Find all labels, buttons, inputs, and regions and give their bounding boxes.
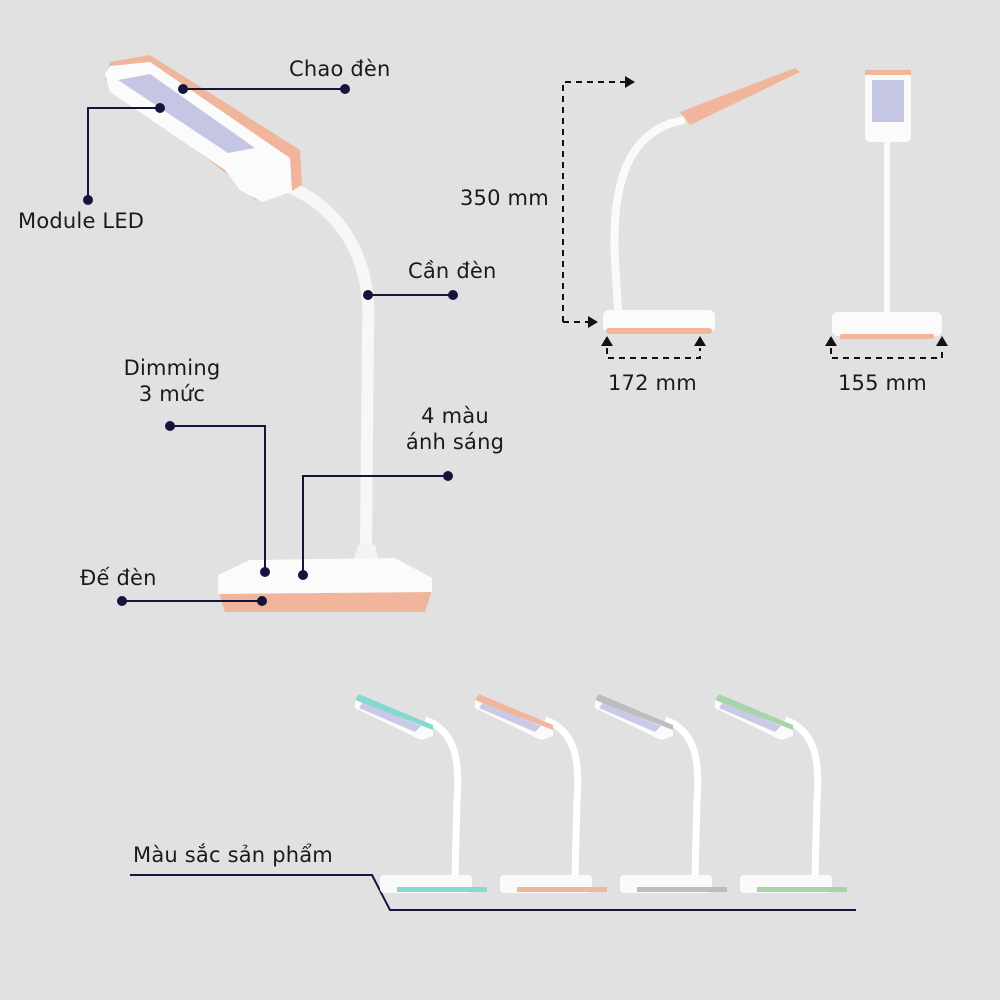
label-base: Đế đèn <box>80 566 157 590</box>
label-led-module: Module LED <box>18 209 145 233</box>
front-view-lamp <box>832 70 942 339</box>
arrowheads <box>588 76 948 346</box>
dimension-length: 172 mm <box>608 371 697 395</box>
color-variant-teal <box>355 694 487 893</box>
color-variant-peach <box>475 694 607 893</box>
dimension-width: 155 mm <box>838 371 927 395</box>
lamp-arm <box>289 182 375 546</box>
label-dimming: Dimming 3 mức <box>112 355 232 407</box>
lamp-base <box>218 558 432 594</box>
label-dimming-line1: Dimming <box>123 356 221 380</box>
color-variant-gray <box>595 694 727 893</box>
color-variant-green <box>715 694 847 893</box>
label-head: Chao đèn <box>289 57 391 81</box>
label-product-colors: Màu sắc sản phẩm <box>133 843 333 867</box>
leader-dots <box>83 84 458 606</box>
label-dimming-line2: 3 mức <box>138 382 206 406</box>
led-module <box>118 74 255 153</box>
label-colors-line1: 4 màu <box>421 404 489 428</box>
main-lamp <box>105 55 432 612</box>
lamp-base-accent <box>218 590 432 612</box>
label-light-colors: 4 màu ánh sáng <box>395 403 515 455</box>
dimension-height: 350 mm <box>460 186 549 210</box>
label-arm: Cần đèn <box>408 259 497 283</box>
leader-lines <box>87 88 856 911</box>
side-view-lamp <box>603 68 800 334</box>
dimension-lines <box>562 81 943 359</box>
label-colors-line2: ánh sáng <box>405 430 505 454</box>
